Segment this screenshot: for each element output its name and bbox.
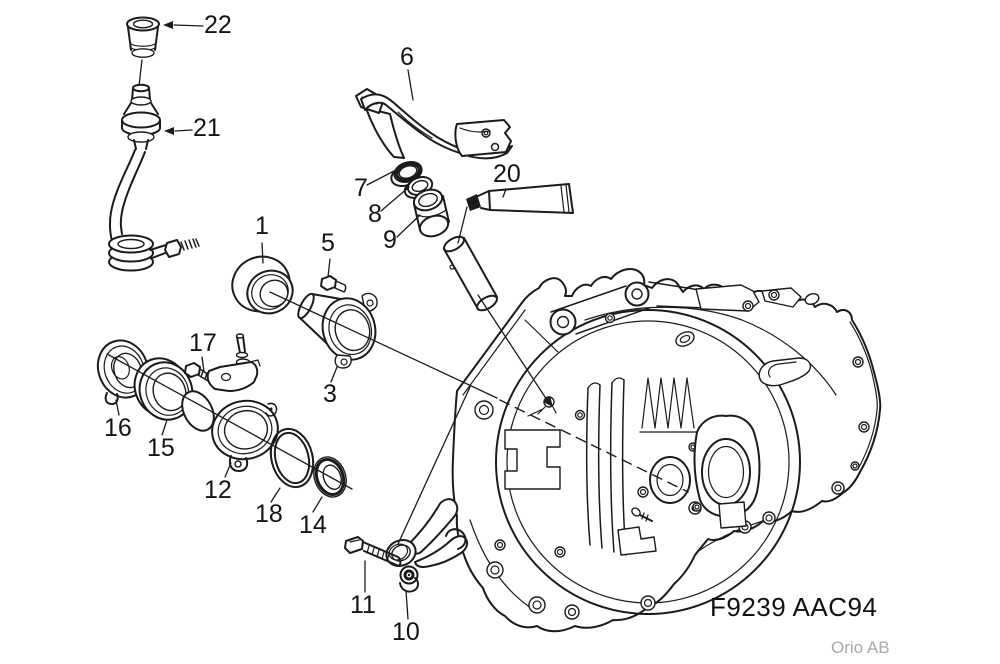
leader-16 [115,399,120,416]
leader-17 [201,356,205,373]
arrowhead [164,127,174,135]
leader-12 [224,462,232,478]
leader-1 [261,242,264,264]
sleeve-ear [334,354,352,369]
leader-8 [380,186,410,212]
dashed-axis [499,399,689,493]
callout-14: 14 [299,511,327,539]
callout-11: 11 [350,591,376,619]
housing-pocket [504,429,561,490]
callout-1: 1 [255,212,269,240]
grease-pointer-line [457,206,468,244]
release-fork-part10 [385,498,469,593]
leader-3 [330,366,338,383]
axis-line-bearing [269,291,498,399]
input-shaft-bore [701,438,751,506]
callout-5: 5 [321,229,335,257]
grease-tube-part20 [466,183,574,214]
bolt-part17 [184,362,214,383]
callout-10: 10 [392,618,420,646]
rib-comb [641,377,695,429]
leader-15 [161,419,168,436]
leader-9 [396,214,421,238]
hose-fitting-nut [164,239,182,258]
sleeve-part9 [412,188,450,238]
leader-5 [327,258,331,278]
cap-part22 [126,16,160,58]
callout-15: 15 [147,434,175,462]
leader-14 [312,496,323,513]
callout-22: 22 [204,11,232,39]
bolt-part11 [344,536,402,567]
arrowhead [163,21,173,29]
callout-3: 3 [323,380,337,408]
leader-22 [173,24,204,27]
fitting-part21 [121,83,161,150]
alignment-line [138,59,143,87]
callout-20: 20 [493,160,521,188]
callout-16: 16 [104,414,132,442]
transmission-housing [451,268,882,633]
slave-cylinder-part12 [181,333,279,472]
bracket-part6 [355,88,513,160]
coiled-hose [108,149,200,272]
pivot-pin [443,235,498,312]
guide-sleeve-part3 [297,292,378,369]
figure-code: F9239 AAC94 [710,592,878,622]
callout-12: 12 [204,476,232,504]
bolt-part5 [320,275,347,293]
callout-18: 18 [255,500,283,528]
callout-9: 9 [383,226,397,254]
axis-line-cylinder [106,353,353,490]
callout-6: 6 [400,43,414,71]
callout-17: 17 [189,329,217,357]
arrowhead [543,396,553,407]
bell-opening [495,309,801,615]
leader-7 [366,170,395,186]
pin-pointer-line [477,294,550,404]
grease-nozzle-tip [466,194,481,211]
leader-6 [407,69,414,101]
leader-20 [502,188,507,198]
leader-10 [405,590,409,620]
shaft-bore [649,456,691,504]
hose-assembly [108,16,200,272]
release-bearing-part1 [231,255,294,315]
callout-21: 21 [193,114,221,142]
callout-8: 8 [368,200,382,228]
leader-21 [174,129,193,132]
callout-7: 7 [354,174,368,202]
fork-pivot-line [397,386,471,545]
oring-part18 [269,427,315,489]
watermark: Orio AB [831,638,890,657]
leader-18 [270,487,281,503]
axis-and-leader-lines [106,21,689,620]
ring-part15 [133,357,194,421]
